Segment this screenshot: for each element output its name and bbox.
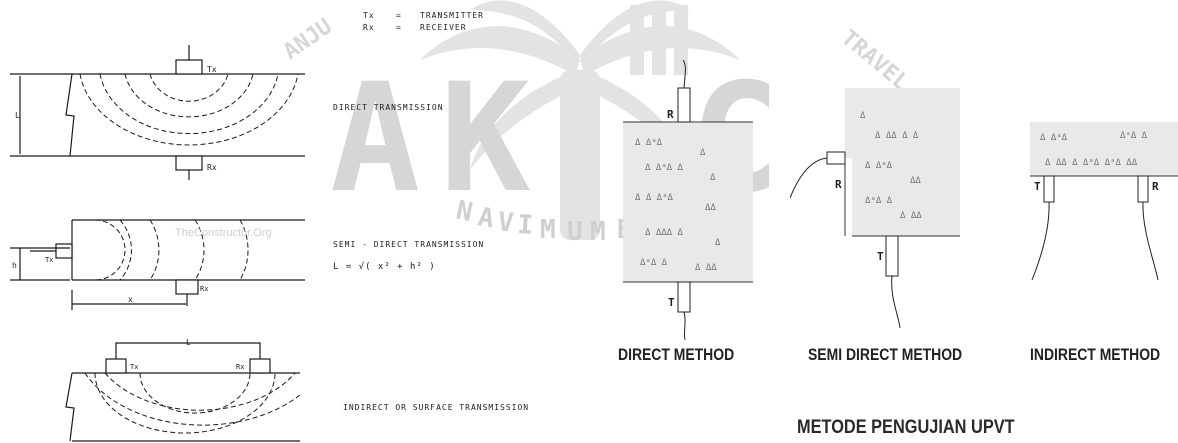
height-tag: L [15,111,20,120]
svg-text:ΔΔ: ΔΔ [910,176,921,186]
svg-text:ΔᵃΔ Δ: ΔᵃΔ Δ [865,196,893,206]
svg-text:ΔΔ: ΔΔ [705,203,716,213]
indirect-transmission-label: INDIRECT OR SURFACE TRANSMISSION [343,403,530,412]
svg-text:Δ: Δ [715,238,721,248]
indirect-transmitter-tag: T [1034,180,1041,193]
indirect-rx-tag: Rx [236,363,244,371]
svg-text:M: M [590,217,606,247]
indirect-method-illustration: Δ ΔᵃΔ ΔᵃΔ Δ Δ ΔΔ Δ ΔᵃΔ ΔᵃΔ ΔΔ T R [1030,122,1178,281]
svg-text:V: V [496,207,515,238]
legend-tx-text: TRANSMITTER [420,11,484,20]
legend-rx-text: RECEIVER [420,23,467,32]
svg-text:Δ ΔᵃΔ: Δ ΔᵃΔ [635,138,663,148]
svg-text:Δ ΔΔ: Δ ΔΔ [900,211,922,221]
semi-rx-tag: Rx [200,285,208,293]
direct-method-illustration: Δ ΔᵃΔ Δ Δ ΔᵃΔ Δ Δ Δ Δ ΔᵃΔ ΔΔ Δ ΔΔΔ Δ Δ ΔᵃΔ Δ… [623,60,753,340]
svg-text:U: U [567,217,583,247]
legend-tx-abbr: Tx [363,11,375,20]
semi-receiver-tag: R [835,178,842,191]
svg-text:M: M [540,215,556,245]
svg-text:ΔᵃΔ Δ: ΔᵃΔ Δ [1120,131,1148,141]
direct-transmitter-tag: T [668,296,675,309]
svg-text:A: A [330,52,420,226]
direct-transmission-label: DIRECT TRANSMISSION [333,103,444,112]
svg-text:Δ ΔΔ: Δ ΔΔ [695,263,717,273]
svg-text:Δ: Δ [860,111,866,121]
svg-text:N: N [454,196,476,229]
semi-direct-method-illustration: Δ Δ ΔΔ Δ Δ Δ ΔᵃΔ ΔΔ ΔᵃΔ Δ Δ ΔΔ R T [790,88,960,328]
semi-direct-transmission-label: SEMI - DIRECT TRANSMISSION [333,240,485,249]
indirect-tx-tag: Tx [130,363,138,371]
indirect-method-label: INDIRECT METHOD [1030,345,1161,364]
semi-transmitter-tag: T [877,250,884,263]
direct-method-label: DIRECT METHOD [618,345,735,364]
site-watermark: TheConstructor.Org [175,227,272,239]
semi-direct-transmission-diagram: h Tx Rx x [10,219,305,310]
semi-direct-formula: L = √( x² + h² ) [333,262,436,272]
svg-text:Δ ΔᵃΔ Δ: Δ ΔᵃΔ Δ [645,163,684,173]
svg-text:I: I [517,210,534,241]
svg-text:K: K [440,52,530,226]
legend-rx-abbr: Rx [363,23,375,32]
semi-x-tag: x [128,295,133,304]
svg-text:TRAVEL: TRAVEL [836,25,913,95]
svg-text:ΔᵃΔ Δ: ΔᵃΔ Δ [640,258,668,268]
legend-rx-equals: = [396,23,402,32]
direct-tx-tag: Tx [207,65,217,74]
svg-text:Δ ΔΔΔ Δ: Δ ΔΔΔ Δ [645,228,684,238]
svg-text:Δ ΔΔ Δ Δ: Δ ΔΔ Δ Δ [875,131,919,141]
svg-text:A: A [476,202,496,234]
svg-text:Δ ΔᵃΔ: Δ ΔᵃΔ [1040,133,1068,143]
svg-text:Δ: Δ [710,173,716,183]
indirect-receiver-tag: R [1152,180,1159,193]
svg-text:Δ ΔΔ Δ ΔᵃΔ ΔᵃΔ ΔΔ: Δ ΔΔ Δ ΔᵃΔ ΔᵃΔ ΔΔ [1045,158,1138,168]
semi-direct-method-label: SEMI DIRECT METHOD [808,345,963,364]
svg-text:Δ ΔᵃΔ: Δ ΔᵃΔ [865,161,893,171]
direct-receiver-tag: R [667,108,674,121]
indirect-length-tag: L [186,338,191,347]
direct-rx-tag: Rx [207,163,217,172]
indirect-transmission-diagram: L Tx Rx [65,338,301,442]
figure-caption: METODE PENGUJIAN UPVT [797,417,1015,438]
legend-tx-equals: = [396,11,402,20]
direct-transmission-diagram: L Tx Rx [10,45,305,180]
semi-tx-tag: Tx [45,256,53,264]
svg-text:Δ: Δ [700,148,706,158]
svg-text:Δ Δ ΔᵃΔ: Δ Δ ΔᵃΔ [635,193,674,203]
semi-height-tag: h [12,261,17,270]
